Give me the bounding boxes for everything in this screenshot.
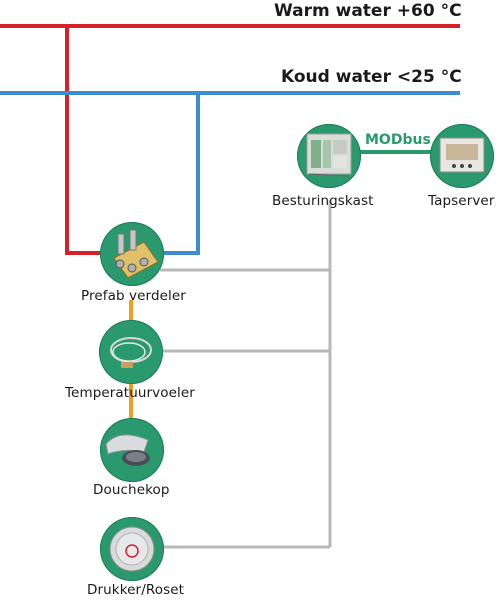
shower-head-icon (105, 434, 150, 466)
douchekop-label: Douchekop (93, 482, 170, 498)
cold-water-label: Koud water <25 °C (281, 67, 462, 87)
temperatuurvoeler-node (99, 320, 163, 384)
douchekop-node (100, 418, 164, 482)
besturingskast-node (297, 124, 361, 188)
warm-water-label: Warm water +60 °C (274, 1, 462, 21)
modbus-label: MODbus (365, 132, 431, 148)
control-cabinet-icon (306, 133, 352, 177)
prefab-verdeler-node (100, 222, 164, 286)
tapserver-label: Tapserver (428, 193, 495, 209)
tapserver-node (430, 124, 494, 188)
temperatuurvoeler-label: Temperatuurvoeler (65, 385, 195, 401)
tapserver-icon (439, 137, 485, 173)
manifold-icon (113, 229, 159, 279)
warm-water-branch (65, 26, 110, 255)
cold-water-branch (160, 93, 200, 255)
prefab-verdeler-label: Prefab verdeler (81, 288, 186, 304)
drukker-roset-label: Drukker/Roset (87, 582, 185, 598)
drukker-roset-node (100, 517, 164, 581)
besturingskast-label: Besturingskast (272, 193, 374, 209)
temperature-sensor-icon (110, 337, 152, 368)
push-button-icon (109, 526, 155, 572)
